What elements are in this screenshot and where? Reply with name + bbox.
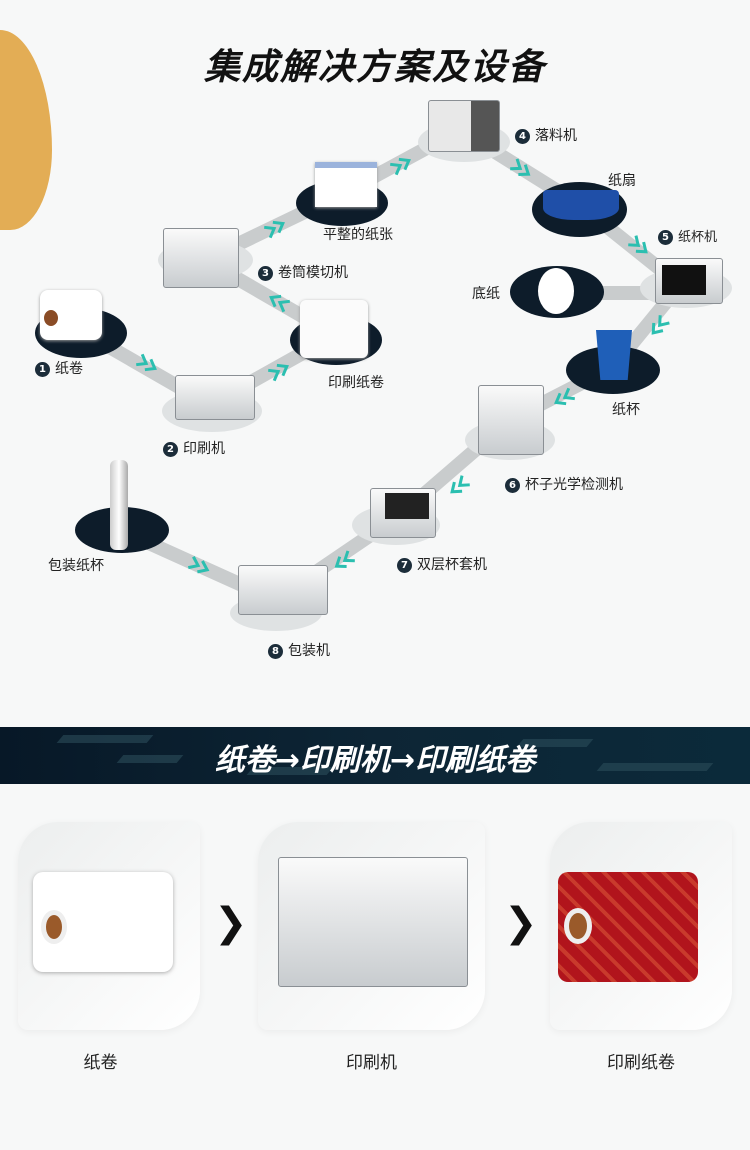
- base-paper-image: [538, 268, 574, 314]
- packed-cups-image: [110, 460, 128, 550]
- flow-arrow: [510, 158, 531, 176]
- arrow-right-icon: ❯: [504, 900, 538, 946]
- flow-arrow: [651, 315, 670, 335]
- printing-machine-card: [258, 822, 485, 1030]
- bottom-label-paper-roll: 纸卷: [83, 1053, 118, 1073]
- printing-machine-image: [175, 375, 255, 420]
- flat-sheets-label: 平整的纸张: [323, 227, 393, 243]
- paper-roll-photo: [33, 872, 173, 972]
- printed-roll-label: 印刷纸卷: [328, 375, 384, 391]
- page-title: 集成解决方案及设备: [203, 47, 546, 88]
- arrow-right-icon: ❯: [214, 900, 248, 946]
- flow-arrow: [187, 556, 210, 574]
- printed-roll-card: [550, 822, 732, 1030]
- optical-inspection-machine-image: [478, 385, 544, 455]
- packing-machine-image: [238, 565, 328, 615]
- printing-machine-photo: [278, 857, 468, 987]
- packed-cups-label: 包装纸杯: [48, 558, 104, 574]
- flat-sheets-image: [315, 162, 377, 207]
- flow-arrow: [264, 220, 285, 239]
- paper-roll-card: [18, 822, 200, 1030]
- flow-arrow: [628, 235, 648, 254]
- double-wall-sleeve-machine-image: [370, 488, 436, 538]
- flow-arrow: [450, 475, 470, 494]
- paper-roll-image: [40, 290, 102, 340]
- paper-fan-label: 纸扇: [608, 173, 636, 189]
- flow-arrow: [334, 550, 355, 568]
- paper-cup-label: 纸杯: [612, 402, 640, 418]
- base-paper-label: 底纸: [472, 286, 500, 302]
- paper-cup-machine-image: [655, 258, 723, 304]
- flow-arrow: [390, 157, 411, 176]
- flow-arrow: [554, 387, 575, 406]
- blanking-machine-image: [428, 100, 500, 152]
- paper-cup-image: [596, 330, 632, 380]
- printed-roll-photo: [558, 872, 698, 982]
- flow-arrow: [268, 363, 289, 382]
- banner-title: 纸卷→印刷机→印刷纸卷: [214, 743, 536, 778]
- section-banner: 纸卷→印刷机→印刷纸卷: [0, 727, 750, 784]
- paper-fan-image: [543, 190, 619, 220]
- flow-arrow: [269, 294, 290, 313]
- die-cutting-machine-image: [163, 228, 239, 288]
- bottom-label-printing-machine: 印刷机: [346, 1053, 397, 1073]
- bottom-label-printed-roll: 印刷纸卷: [607, 1053, 675, 1073]
- printed-roll-image: [300, 300, 368, 358]
- flow-arrow: [136, 353, 157, 372]
